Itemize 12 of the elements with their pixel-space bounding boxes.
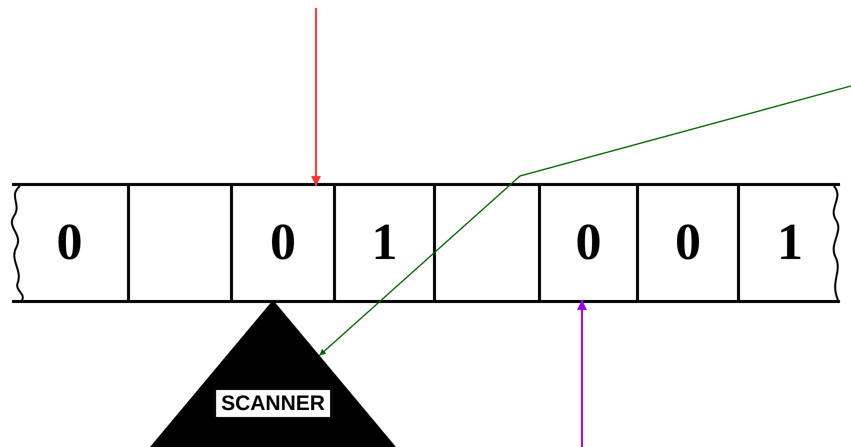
tape-symbol: 0 — [270, 217, 296, 269]
tape-symbol: 1 — [372, 217, 398, 269]
tape-symbol: 0 — [56, 217, 82, 269]
scanner-triangle — [150, 300, 396, 447]
tape-symbol: 0 — [576, 217, 602, 269]
paper-tape — [12, 183, 840, 303]
arrow — [311, 8, 321, 186]
scanner-label: SCANNER — [214, 388, 332, 419]
arrow — [577, 300, 587, 447]
tape-symbol: 0 — [675, 217, 701, 269]
tape-symbol: 1 — [777, 217, 803, 269]
arrow — [318, 85, 851, 356]
